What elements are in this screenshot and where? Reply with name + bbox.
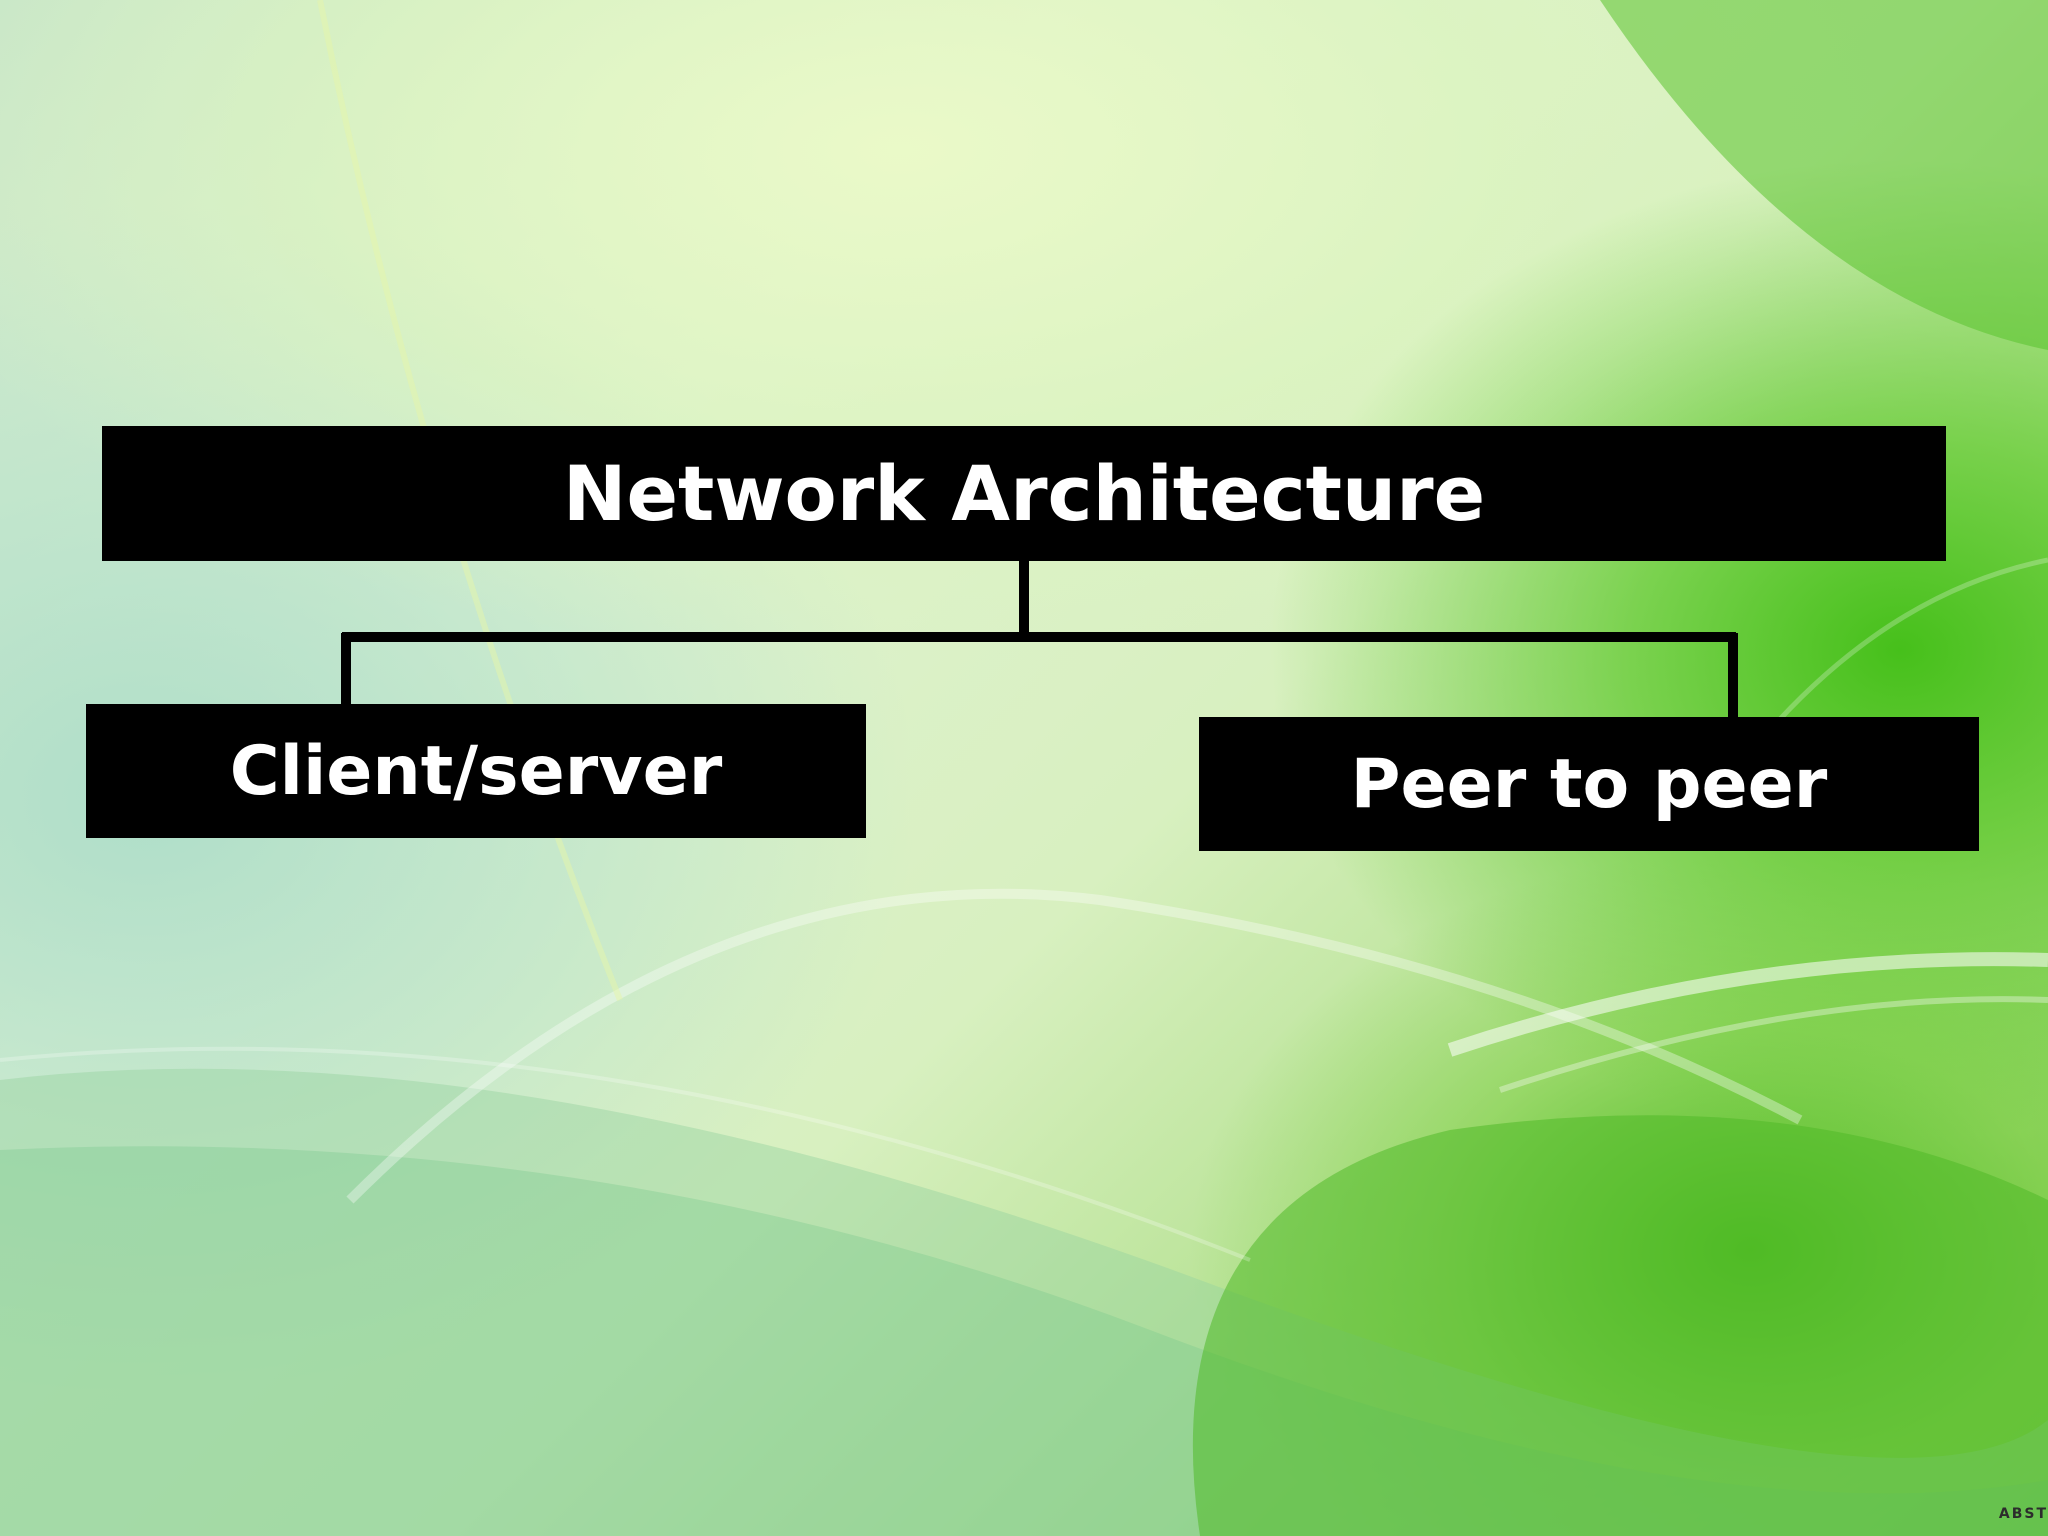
child-node-label: Peer to peer: [1350, 744, 1828, 824]
child-node-label: Client/server: [229, 731, 723, 811]
root-node-network-architecture: Network Architecture: [102, 426, 1946, 561]
child-node-peer-to-peer: Peer to peer: [1199, 717, 1979, 851]
watermark-text: ABST: [1998, 1506, 2048, 1522]
child-node-client-server: Client/server: [86, 704, 866, 838]
root-node-label: Network Architecture: [562, 449, 1486, 538]
